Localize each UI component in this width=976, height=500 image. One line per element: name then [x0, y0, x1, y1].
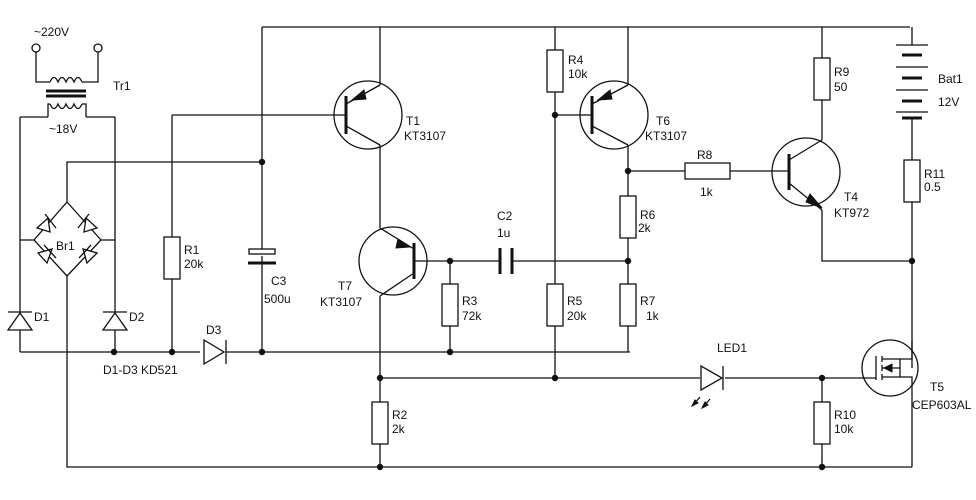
mosfet-t5: T5 CEP603AL [861, 339, 972, 412]
r7-value: 1k [646, 309, 660, 323]
resistor-r2: R2 2k [371, 401, 408, 445]
t1-type: KT3107 [404, 129, 446, 143]
r8-name: R8 [697, 148, 713, 162]
r9-name: R9 [834, 65, 850, 79]
wires [19, 26, 913, 468]
transformer-secondary-label: ~18V [49, 122, 77, 136]
capacitor-c3: C3 500u [244, 248, 291, 306]
battery-value: 12V [938, 95, 959, 109]
resistor-r4: R4 10k [546, 49, 588, 93]
battery-bat1: Bat1 12V [896, 44, 963, 120]
r2-value: 2k [392, 422, 406, 436]
t4-name: T4 [844, 190, 858, 204]
transformer-name-label: Tr1 [113, 79, 131, 93]
r3-name: R3 [462, 294, 478, 308]
t4-type: KT972 [834, 206, 870, 220]
r1-value: 20k [184, 257, 204, 271]
t5-name: T5 [930, 380, 944, 394]
t7-type: KT3107 [320, 295, 362, 309]
t6-type: KT3107 [645, 129, 687, 143]
resistor-r9: R9 50 [813, 57, 850, 101]
r3-value: 72k [462, 309, 482, 323]
resistor-r1: R1 20k [163, 236, 204, 280]
bridge-rectifier-br1: Br1 [33, 201, 102, 277]
transistor-t4: T4 KT972 [770, 137, 870, 220]
resistor-r7: R7 1k [619, 283, 660, 327]
resistor-r11: R11 0.5 [903, 159, 945, 203]
resistor-r6: R6 2k [619, 195, 656, 239]
transistor-t7: T7 KT3107 [320, 226, 428, 309]
r11-value: 0.5 [924, 180, 941, 194]
transformer-primary-label: ~220V [34, 25, 69, 39]
d2-label: D2 [129, 310, 145, 324]
c3-value: 500u [264, 292, 291, 306]
resistor-r8: R8 1k [684, 148, 731, 199]
r5-value: 20k [567, 309, 587, 323]
diode-d2: D2 [101, 310, 145, 331]
r9-value: 50 [834, 80, 848, 94]
diodes-note-label: D1-D3 KD521 [103, 363, 178, 377]
t1-name: T1 [406, 114, 420, 128]
c2-value: 1u [497, 226, 510, 240]
resistor-r3: R3 72k [441, 283, 482, 327]
r6-value: 2k [638, 221, 652, 235]
r8-value: 1k [700, 185, 714, 199]
r7-name: R7 [640, 294, 656, 308]
r5-name: R5 [567, 294, 583, 308]
r11-name: R11 [924, 167, 945, 181]
c2-name: C2 [497, 209, 513, 223]
t5-type: CEP603AL [912, 398, 972, 412]
d1-label: D1 [34, 310, 50, 324]
t7-name: T7 [338, 279, 352, 293]
battery-name: Bat1 [938, 72, 963, 86]
diode-d1: D1 [6, 310, 50, 331]
r2-name: R2 [392, 408, 408, 422]
r6-name: R6 [640, 208, 656, 222]
transformer-tr1: ~220V Tr1 ~18V [31, 25, 131, 136]
transistor-t1: T1 KT3107 [333, 80, 446, 150]
transistor-t6: T6 KT3107 [579, 80, 687, 150]
bridge-label: Br1 [56, 239, 75, 253]
resistor-r5: R5 20k [546, 283, 587, 327]
r10-name: R10 [834, 408, 856, 422]
capacitor-c2: C2 1u [497, 209, 514, 274]
r4-value: 10k [568, 67, 588, 81]
t6-name: T6 [656, 114, 670, 128]
resistor-r10: R10 10k [813, 401, 856, 445]
led-name: LED1 [717, 341, 747, 355]
r4-name: R4 [568, 53, 584, 67]
d3-label: D3 [206, 323, 222, 337]
junctions [110, 111, 916, 471]
r1-name: R1 [184, 243, 200, 257]
r10-value: 10k [834, 422, 854, 436]
c3-name: C3 [271, 274, 287, 288]
diode-d3: D3 [203, 323, 227, 366]
led-led1: LED1 [690, 341, 747, 410]
